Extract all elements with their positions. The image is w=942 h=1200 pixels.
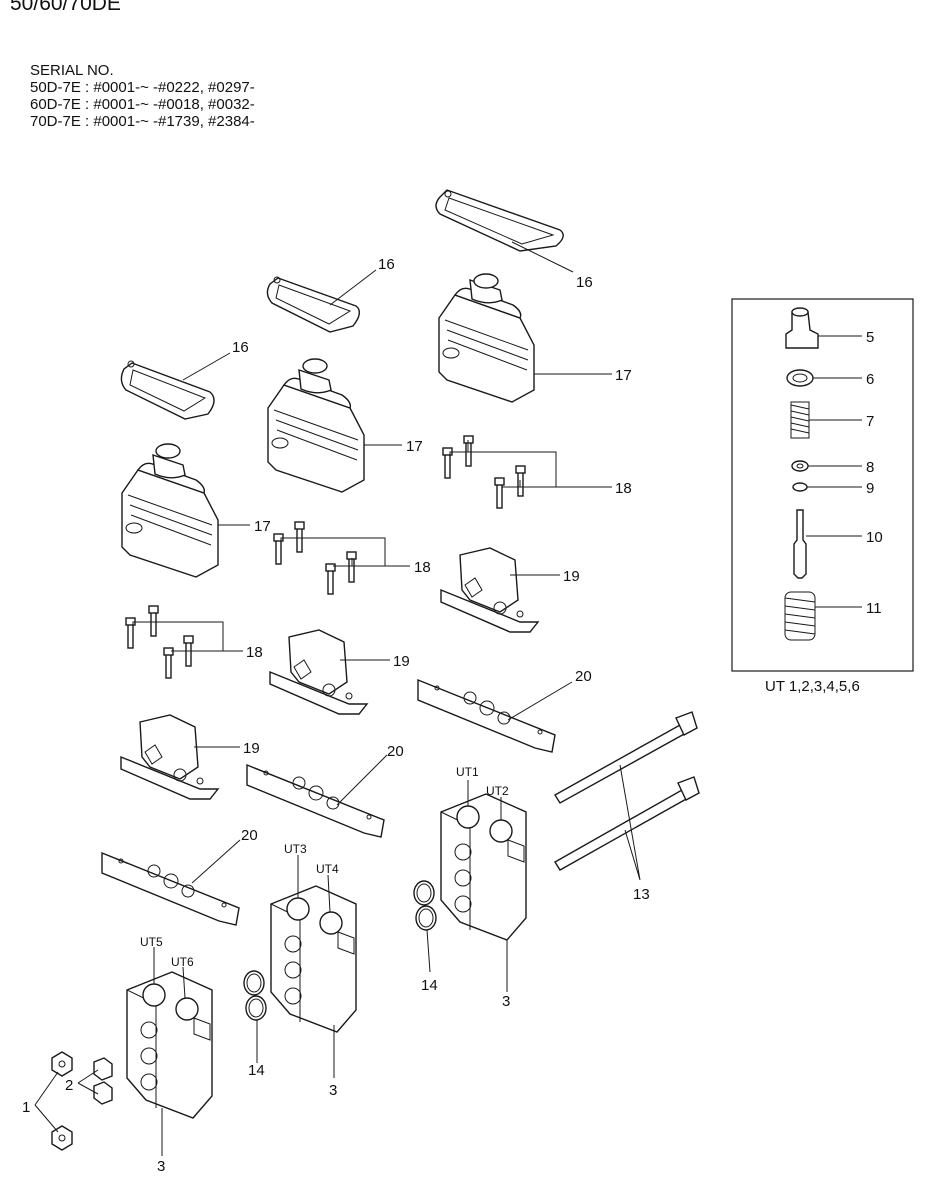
inset-callout-7: 7 bbox=[866, 413, 874, 430]
callout-20-middle: 20 bbox=[387, 743, 404, 760]
port-ut5: UT5 bbox=[140, 935, 163, 949]
callout-2: 2 bbox=[65, 1077, 73, 1094]
callout-19-left: 19 bbox=[243, 740, 260, 757]
callout-18-middle: 18 bbox=[414, 559, 431, 576]
o-rings-right bbox=[413, 880, 437, 931]
gasket-top bbox=[435, 189, 564, 252]
serial-title: SERIAL NO. bbox=[30, 62, 114, 79]
model-title: 50/60/70DE bbox=[10, 0, 121, 15]
port-ut2: UT2 bbox=[486, 784, 509, 798]
port-ut4: UT4 bbox=[316, 862, 339, 876]
inset-callout-10: 10 bbox=[866, 529, 883, 546]
port-ut1: UT1 bbox=[456, 765, 479, 779]
callout-16-top: 16 bbox=[576, 274, 593, 291]
callout-16-middle: 16 bbox=[378, 256, 395, 273]
inset-panel bbox=[731, 298, 914, 672]
port-ut3: UT3 bbox=[284, 842, 307, 856]
callout-14-middle: 14 bbox=[248, 1062, 265, 1079]
callout-13: 13 bbox=[633, 886, 650, 903]
serial-line-1: 50D-7E : #0001-~ -#0222, #0297- bbox=[30, 79, 255, 96]
inset-callout-11: 11 bbox=[866, 600, 882, 617]
leader-lines bbox=[34, 241, 862, 1156]
gasket-middle bbox=[266, 276, 361, 333]
callout-labels: 16 16 16 17 17 17 18 18 18 19 19 19 20 2… bbox=[22, 256, 883, 1175]
callout-20-top: 20 bbox=[575, 668, 592, 685]
plate-middle bbox=[246, 763, 385, 838]
boot-top bbox=[438, 273, 535, 403]
callout-19-middle: 19 bbox=[393, 653, 410, 670]
callout-18-left: 18 bbox=[246, 644, 263, 661]
boot-left bbox=[121, 443, 219, 578]
inset-caption: UT 1,2,3,4,5,6 bbox=[765, 678, 860, 695]
inset-parts bbox=[784, 307, 819, 641]
callout-3-left: 3 bbox=[157, 1158, 165, 1175]
inset-callout-6: 6 bbox=[866, 371, 874, 388]
callout-19-top: 19 bbox=[563, 568, 580, 585]
o-rings-middle bbox=[243, 970, 267, 1021]
callout-17-top: 17 bbox=[615, 367, 632, 384]
inset-callout-9: 9 bbox=[866, 480, 874, 497]
boot-middle bbox=[267, 358, 365, 493]
serial-line-2: 60D-7E : #0001-~ -#0018, #0032- bbox=[30, 96, 255, 113]
serial-line-3: 70D-7E : #0001-~ -#1739, #2384- bbox=[30, 113, 255, 130]
callout-3-middle: 3 bbox=[329, 1082, 337, 1099]
plate-top bbox=[417, 678, 556, 753]
inset-callout-5: 5 bbox=[866, 329, 874, 346]
screw-group-left bbox=[125, 605, 194, 679]
callout-17-left: 17 bbox=[254, 518, 271, 535]
bracket-middle bbox=[269, 629, 369, 715]
bracket-left bbox=[120, 714, 220, 800]
gasket-left bbox=[120, 360, 215, 420]
valve-body-left bbox=[126, 971, 213, 1119]
callout-20-left: 20 bbox=[241, 827, 258, 844]
screw-group-top bbox=[442, 435, 526, 509]
valve-body-middle bbox=[270, 885, 357, 1033]
callout-17-middle: 17 bbox=[406, 438, 423, 455]
valve-body-right bbox=[440, 793, 527, 941]
callout-3-right: 3 bbox=[502, 993, 510, 1010]
inset-callout-8: 8 bbox=[866, 459, 874, 476]
port-ut6: UT6 bbox=[171, 955, 194, 969]
callout-1: 1 bbox=[22, 1099, 30, 1116]
callout-14-right: 14 bbox=[421, 977, 438, 994]
callout-18-top: 18 bbox=[615, 480, 632, 497]
nuts bbox=[51, 1051, 73, 1151]
plugs bbox=[93, 1057, 113, 1105]
tie-rods bbox=[554, 711, 700, 871]
callout-16-left: 16 bbox=[232, 339, 249, 356]
bracket-top bbox=[440, 547, 540, 633]
plate-left bbox=[101, 851, 240, 926]
screw-group-middle bbox=[273, 521, 357, 595]
